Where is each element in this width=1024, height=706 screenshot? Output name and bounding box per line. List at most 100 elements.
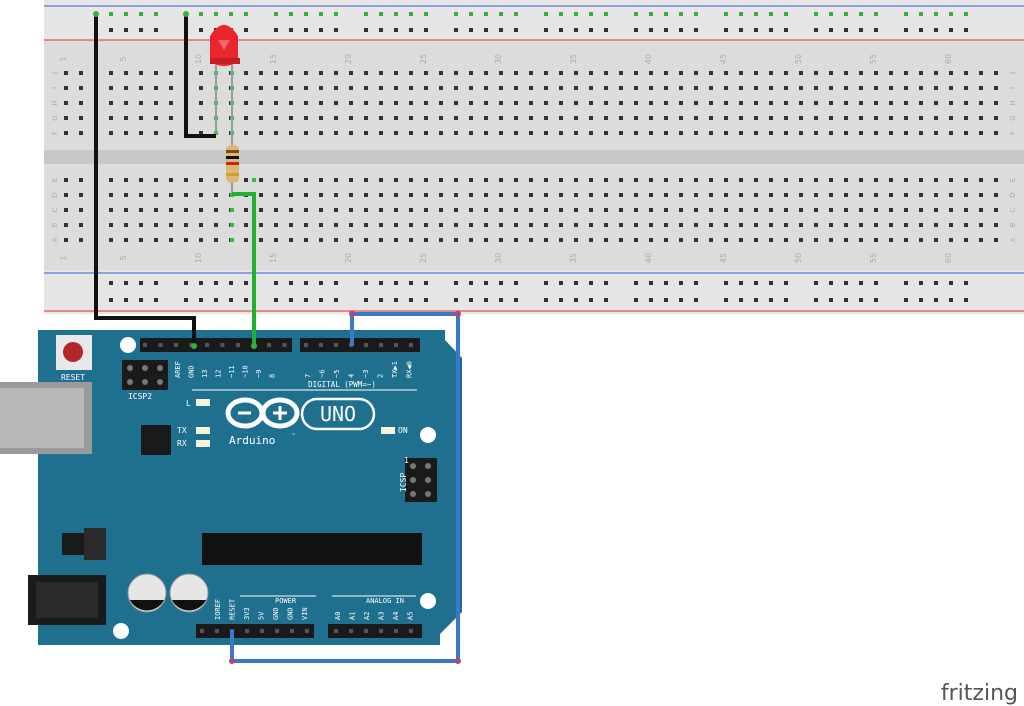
pin-label: ~5 <box>333 370 341 378</box>
pin-label: GND <box>287 607 295 620</box>
breadboard-hole <box>949 208 953 212</box>
led-rim <box>210 58 240 64</box>
breadboard-hole <box>529 116 533 120</box>
breadboard-hole <box>64 71 68 75</box>
rail-hole <box>544 298 548 302</box>
breadboard-hole <box>709 238 713 242</box>
breadboard-hole <box>319 208 323 212</box>
row-letter: A <box>51 237 59 242</box>
rail-hole <box>769 281 773 285</box>
breadboard-hole <box>109 71 113 75</box>
breadboard-hole <box>199 131 203 135</box>
breadboard-hole <box>439 223 443 227</box>
voltage-regulator-tab <box>84 528 106 560</box>
rail-hole <box>949 12 953 16</box>
rail-hole <box>109 28 113 32</box>
breadboard-hole <box>829 71 833 75</box>
breadboard-hole <box>559 71 563 75</box>
breadboard-hole <box>919 131 923 135</box>
header-pin <box>215 629 219 633</box>
breadboard-hole <box>904 131 908 135</box>
breadboard-hole <box>934 71 938 75</box>
breadboard-hole <box>154 131 158 135</box>
breadboard-hole <box>949 193 953 197</box>
breadboard-hole <box>274 223 278 227</box>
breadboard-hole <box>829 131 833 135</box>
rail-hole <box>874 298 878 302</box>
rail-hole <box>364 12 368 16</box>
breadboard-hole <box>619 116 623 120</box>
rail-hole <box>154 298 158 302</box>
pin-label: TX▶1 <box>391 361 399 378</box>
breadboard-hole <box>274 193 278 197</box>
breadboard-hole <box>409 86 413 90</box>
breadboard-hole <box>679 71 683 75</box>
rail-hole <box>319 12 323 16</box>
breadboard-hole <box>589 86 593 90</box>
rail-hole <box>484 298 488 302</box>
rail-hole <box>664 281 668 285</box>
on-led-label: ON <box>398 426 408 435</box>
breadboard-hole <box>484 223 488 227</box>
pin-label: 4 <box>348 374 356 378</box>
rail-hole <box>754 12 758 16</box>
rail-hole <box>334 28 338 32</box>
breadboard-hole <box>139 86 143 90</box>
breadboard-hole <box>154 223 158 227</box>
row-letter: D <box>1009 192 1017 197</box>
rail-hole <box>454 12 458 16</box>
breadboard-hole <box>604 238 608 242</box>
breadboard-hole <box>679 86 683 90</box>
breadboard-hole <box>79 223 83 227</box>
pin-label: ~11 <box>228 365 236 378</box>
breadboard-hole <box>844 238 848 242</box>
column-number: 40 <box>644 54 653 64</box>
breadboard-hole <box>724 193 728 197</box>
breadboard-hole <box>919 223 923 227</box>
breadboard-hole <box>874 116 878 120</box>
breadboard-hole <box>289 193 293 197</box>
rail-hole <box>139 298 143 302</box>
breadboard-hole <box>799 116 803 120</box>
breadboard-hole <box>724 208 728 212</box>
icsp2-pin <box>127 379 133 385</box>
rx-led-label: RX <box>177 439 187 448</box>
breadboard-hole <box>649 86 653 90</box>
header-pin <box>364 343 368 347</box>
breadboard-hole <box>409 238 413 242</box>
row-letter: F <box>1009 131 1017 135</box>
breadboard-hole <box>814 116 818 120</box>
rail-hole <box>604 12 608 16</box>
breadboard-hole <box>139 71 143 75</box>
rail-hole <box>559 298 563 302</box>
breadboard-hole <box>919 238 923 242</box>
breadboard-hole <box>844 71 848 75</box>
breadboard-hole <box>754 71 758 75</box>
breadboard-hole <box>649 208 653 212</box>
breadboard-hole <box>274 208 278 212</box>
column-number: 60 <box>944 54 953 64</box>
header-pin <box>349 629 353 633</box>
row-letter: I <box>1009 87 1017 89</box>
rail-hole <box>274 12 278 16</box>
pin-label: 5V <box>258 611 266 620</box>
breadboard-hole <box>364 116 368 120</box>
reset-button-cap[interactable] <box>63 342 83 362</box>
breadboard-hole <box>559 131 563 135</box>
rail-hole <box>394 281 398 285</box>
breadboard-hole <box>709 116 713 120</box>
breadboard-hole <box>874 178 878 182</box>
breadboard-hole <box>424 86 428 90</box>
breadboard-hole <box>589 178 593 182</box>
breadboard-hole <box>979 86 983 90</box>
rail-hole <box>589 28 593 32</box>
breadboard-hole <box>124 238 128 242</box>
breadboard-hole <box>199 116 203 120</box>
center-channel <box>44 150 1024 164</box>
breadboard-hole <box>784 178 788 182</box>
rail-hole <box>499 298 503 302</box>
rail-hole <box>829 12 833 16</box>
breadboard-hole <box>349 86 353 90</box>
